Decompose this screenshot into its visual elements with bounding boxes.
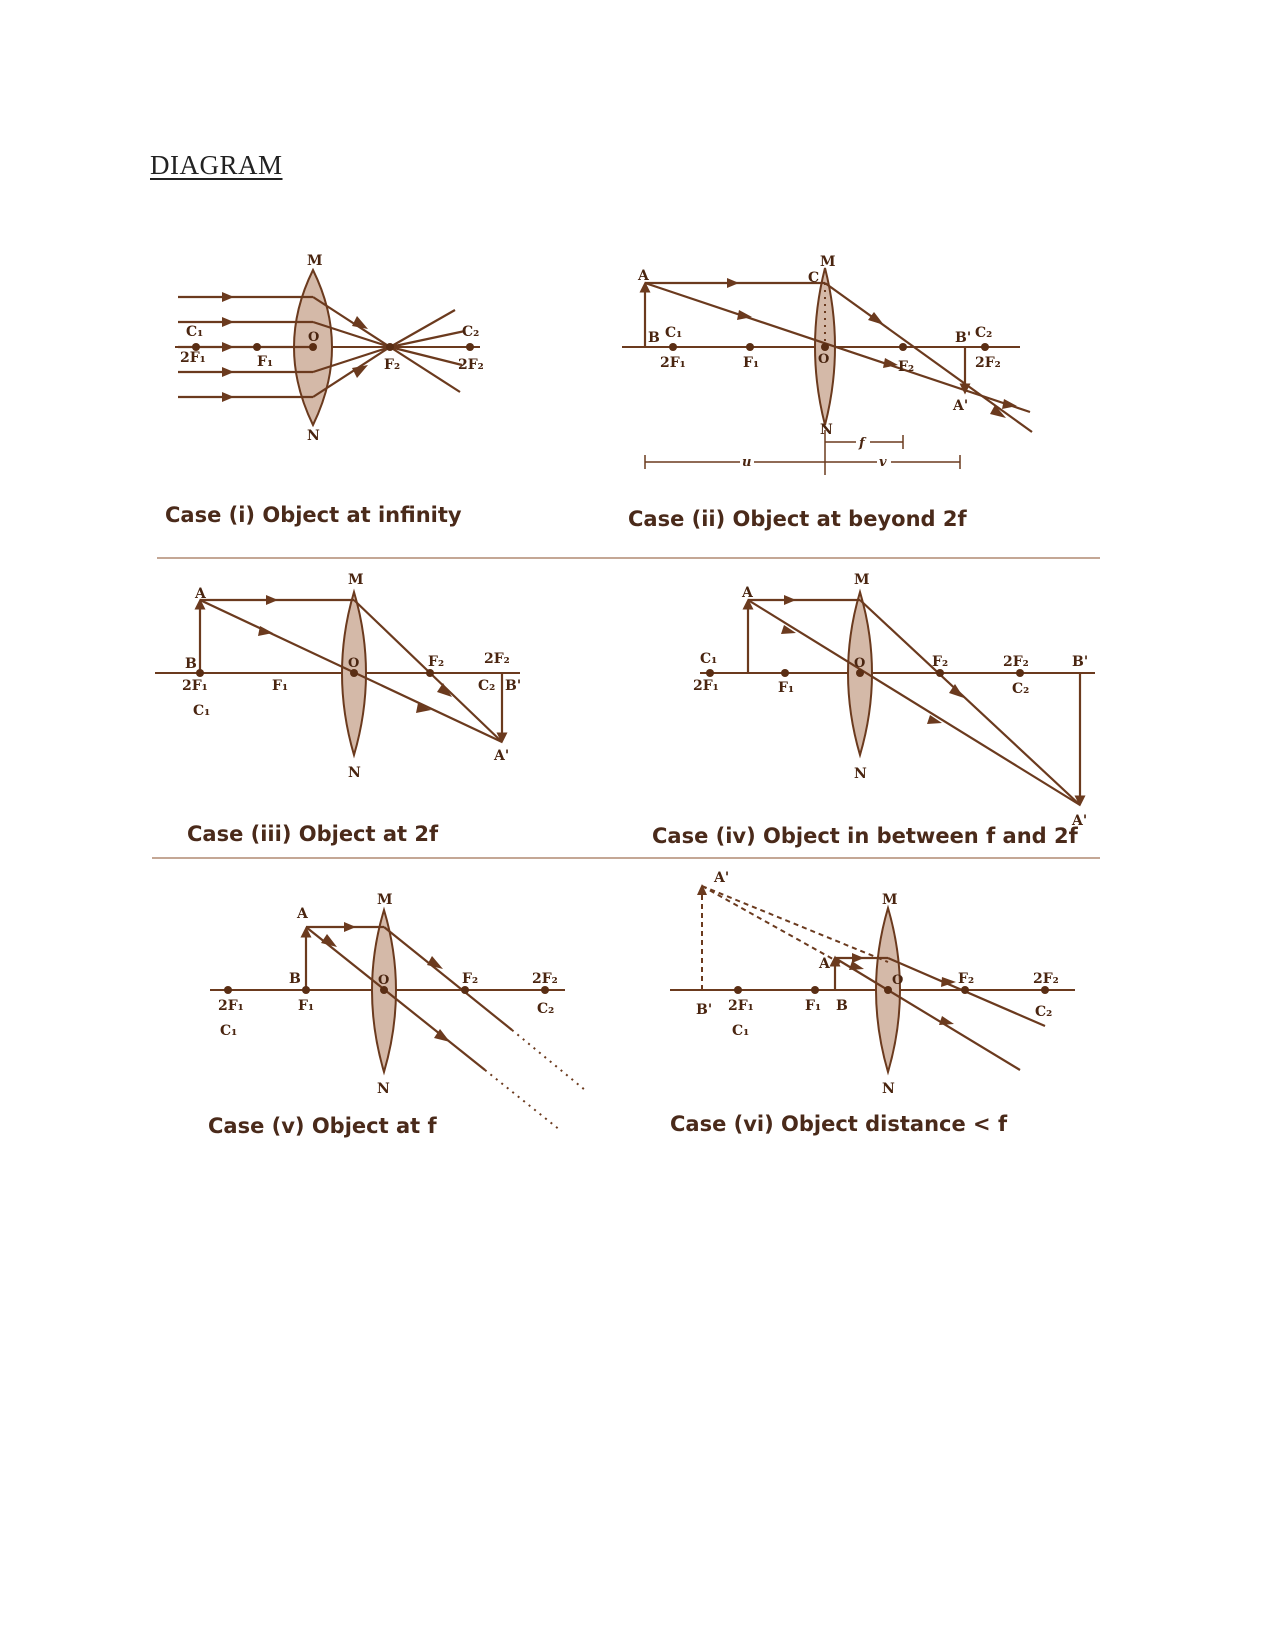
case-1-caption: Case (i) Object at infinity xyxy=(165,503,462,527)
label-f1: F₁ xyxy=(272,678,288,694)
label-c2: C₂ xyxy=(462,324,479,340)
label-c2: C₂ xyxy=(478,678,495,694)
label-a-prime: A' xyxy=(713,870,729,886)
point-f2 xyxy=(386,343,394,351)
label-u: u xyxy=(742,455,751,470)
label-c2: C₂ xyxy=(537,1001,554,1017)
label-f2: F₂ xyxy=(462,971,478,987)
label-f1: F₁ xyxy=(298,998,314,1014)
case-4-caption: Case (iv) Object in between f and 2f xyxy=(652,824,1079,848)
label-2f1: 2F₁ xyxy=(660,355,686,371)
label-a: A xyxy=(296,906,309,922)
distance-markers: u v f xyxy=(644,430,961,475)
label-f2: F₂ xyxy=(898,359,914,375)
case-2-caption: Case (ii) Object at beyond 2f xyxy=(628,507,967,531)
label-c1: C₁ xyxy=(220,1023,237,1039)
label-n: N xyxy=(882,1081,895,1097)
label-2f1: 2F₁ xyxy=(180,350,206,366)
label-b: B xyxy=(289,971,301,987)
label-f1: F₁ xyxy=(805,998,821,1014)
label-m: M xyxy=(307,253,323,269)
label-2f1: 2F₁ xyxy=(182,678,208,694)
label-c1: C₁ xyxy=(732,1023,749,1039)
label-2f1: 2F₁ xyxy=(218,998,244,1014)
label-2f2: 2F₂ xyxy=(484,651,510,667)
label-f2: F₂ xyxy=(932,654,948,670)
label-c2: C₂ xyxy=(975,325,992,341)
label-b-prime: B' xyxy=(505,678,521,694)
case-5-caption: Case (v) Object at f xyxy=(208,1114,437,1138)
label-2f1: 2F₁ xyxy=(728,998,754,1014)
label-a: A xyxy=(637,268,650,284)
incident-rays xyxy=(178,292,313,402)
point-2f1 xyxy=(192,343,200,351)
label-a-prime: A' xyxy=(1071,813,1087,829)
label-v: v xyxy=(879,455,887,470)
label-n: N xyxy=(854,766,867,782)
label-f1: F₁ xyxy=(743,355,759,371)
label-b: B xyxy=(185,656,197,672)
label-b: B xyxy=(648,330,660,346)
label-n: N xyxy=(377,1081,390,1097)
label-c1: C₁ xyxy=(193,703,210,719)
label-c1: C₁ xyxy=(665,325,682,341)
label-m: M xyxy=(854,572,870,588)
label-a-prime: A' xyxy=(952,398,968,414)
label-c1: C₁ xyxy=(700,651,717,667)
case-2-diagram: A B C M N O C₁ 2F₁ F₁ F₂ B' C₂ 2F₂ A' u … xyxy=(622,254,1033,531)
case-6-caption: Case (vi) Object distance < f xyxy=(670,1112,1008,1136)
label-o: O xyxy=(892,973,903,988)
label-a: A xyxy=(194,586,207,602)
refracted-rays xyxy=(312,296,466,398)
label-2f2: 2F₂ xyxy=(1033,971,1059,987)
label-a: A xyxy=(818,956,831,972)
label-m: M xyxy=(377,892,393,908)
label-n: N xyxy=(348,765,361,781)
label-2f2: 2F₂ xyxy=(458,357,484,373)
label-b-prime: B' xyxy=(955,330,971,346)
case-6-diagram: A' A B B' M N O 2F₁ C₁ F₁ F₂ 2F₂ C₂ Case… xyxy=(670,870,1075,1136)
case-3-diagram: A B M N O 2F₁ C₁ F₁ F₂ 2F₂ C₂ B' A' Case… xyxy=(155,572,521,846)
label-m: M xyxy=(882,892,898,908)
label-2f2: 2F₂ xyxy=(1003,654,1029,670)
label-f: f xyxy=(858,436,867,451)
label-c2: C₂ xyxy=(1012,681,1029,697)
optical-centre xyxy=(309,343,317,351)
label-o: O xyxy=(308,330,319,345)
label-a-prime: A' xyxy=(493,748,509,764)
label-2f1: 2F₁ xyxy=(693,678,719,694)
label-b-prime: B' xyxy=(1072,654,1088,670)
case-4-diagram: A M N O C₁ 2F₁ F₁ F₂ 2F₂ C₂ B' A' Case (… xyxy=(652,572,1095,848)
label-2f2: 2F₂ xyxy=(975,355,1001,371)
page-title: DIAGRAM xyxy=(150,150,283,180)
case-1-diagram: M N O C₁ 2F₁ F₁ F₂ C₂ 2F₂ Case (i) Objec… xyxy=(165,253,484,527)
label-f2: F₂ xyxy=(958,971,974,987)
point-f1 xyxy=(253,343,261,351)
label-b: B xyxy=(836,998,848,1014)
label-n: N xyxy=(307,428,320,444)
label-o: O xyxy=(854,656,865,671)
label-2f2: 2F₂ xyxy=(532,971,558,987)
label-f2: F₂ xyxy=(384,357,400,373)
label-c2: C₂ xyxy=(1035,1004,1052,1020)
label-b-prime: B' xyxy=(696,1002,712,1018)
point-2f2 xyxy=(466,343,474,351)
label-n: N xyxy=(820,422,833,438)
label-a: A xyxy=(741,585,754,601)
label-o: O xyxy=(818,352,829,367)
label-o: O xyxy=(348,656,359,671)
label-f1: F₁ xyxy=(257,354,273,370)
case-5-diagram: A B M N O 2F₁ C₁ F₁ F₂ 2F₂ C₂ Case (v) O… xyxy=(208,892,586,1138)
label-f2: F₂ xyxy=(428,654,444,670)
label-m: M xyxy=(820,254,836,270)
label-f1: F₁ xyxy=(778,680,794,696)
case-3-caption: Case (iii) Object at 2f xyxy=(187,822,439,846)
label-c: C xyxy=(808,270,819,286)
label-o: O xyxy=(378,973,389,988)
label-m: M xyxy=(348,572,364,588)
label-c1: C₁ xyxy=(186,324,203,340)
